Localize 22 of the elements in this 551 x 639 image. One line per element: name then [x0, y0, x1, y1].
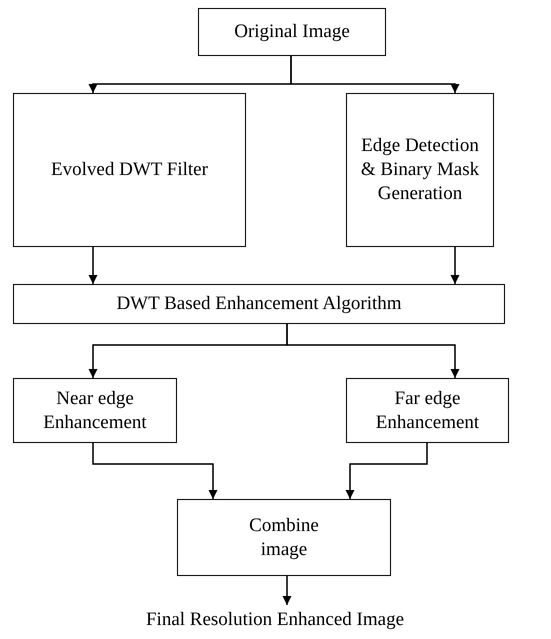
output-label: Final Resolution Enhanced Image	[146, 608, 404, 632]
process-box	[13, 378, 177, 443]
arrow	[450, 247, 460, 284]
arrow	[290, 56, 460, 93]
arrow	[286, 324, 460, 378]
box-label: Near edge Enhancement	[42, 386, 148, 434]
box-label: Combine image	[248, 514, 320, 562]
box-label: Original Image	[234, 20, 350, 44]
box-label: Edge Detection & Binary Mask Generation	[360, 134, 480, 206]
box-label: Evolved DWT Filter	[51, 158, 208, 182]
process-box	[198, 8, 386, 56]
arrow	[282, 576, 292, 605]
arrow	[88, 247, 98, 284]
process-box	[13, 284, 505, 324]
process-box	[13, 93, 246, 247]
process-box	[346, 93, 494, 247]
process-box	[346, 378, 509, 443]
arrow	[92, 443, 218, 499]
arrow	[346, 443, 428, 499]
box-label: Far edge Enhancement	[374, 386, 480, 434]
process-box	[177, 499, 391, 576]
box-label: DWT Based Enhancement Algorithm	[116, 292, 402, 316]
